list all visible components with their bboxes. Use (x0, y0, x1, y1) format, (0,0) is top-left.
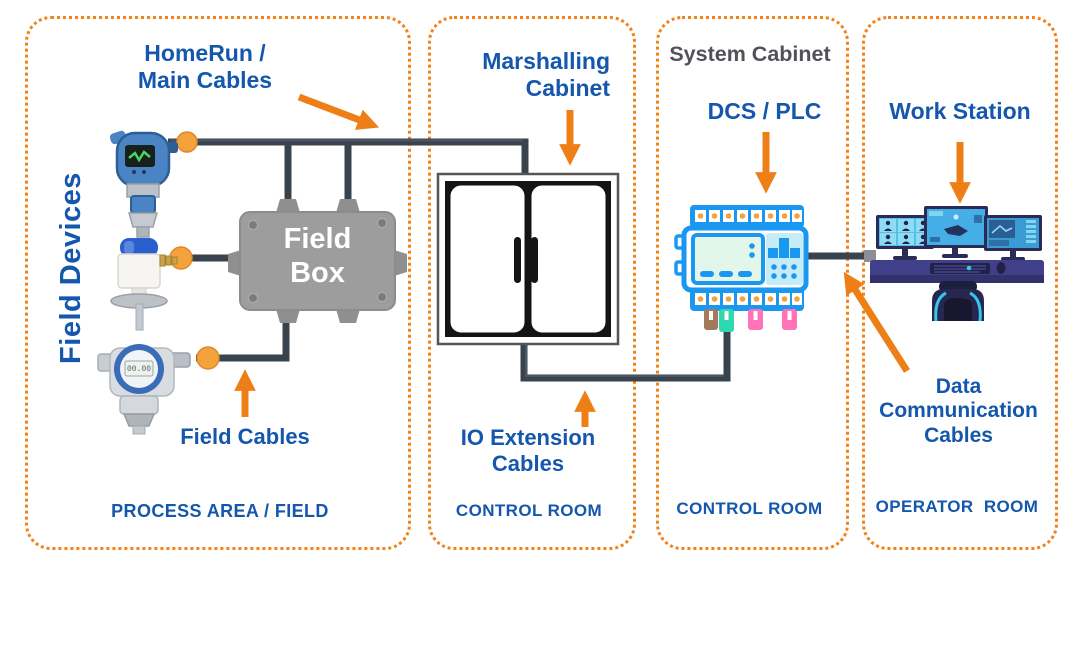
process-area-footer: PROCESS AREA / FIELD (111, 501, 329, 521)
desk-cable-port (864, 250, 876, 262)
plc-terminal-plugs (704, 309, 797, 332)
pressure-transmitter-icon (109, 130, 178, 238)
annotation-arrows (234, 93, 971, 427)
system-cabinet-title: System Cabinet (669, 42, 831, 66)
data-communication-label: Data Communication Cables (866, 375, 1051, 448)
chair (932, 281, 984, 321)
cable-junction-dot (196, 346, 220, 370)
cable-io-extension (520, 312, 731, 382)
marshalling-cabinet-icon (436, 172, 620, 346)
control-room-footer-1: CONTROL ROOM (455, 501, 603, 520)
control-room-footer-2: CONTROL ROOM (676, 499, 823, 518)
panel-control-room-marshalling (428, 16, 636, 550)
io-extension-label-line1: IO Extension (460, 425, 596, 450)
cable-highlights (170, 139, 724, 377)
data-comm-arrow (843, 271, 910, 373)
homerun-arrow (297, 93, 380, 130)
field-box-label: Field Box (240, 223, 395, 290)
cable-junction-dot (176, 131, 198, 153)
dcs-plc-label: DCS / PLC (707, 98, 822, 124)
temperature-sensor-icon (110, 238, 178, 331)
keyboard (930, 263, 990, 274)
panel-process-area (25, 16, 411, 550)
marshalling-cabinet-label: Marshalling Cabinet (440, 48, 610, 101)
homerun-label: HomeRun / Main Cables (95, 40, 315, 93)
homerun-label-line1: HomeRun / (144, 40, 266, 66)
data-comm-label-line3: Cables (924, 423, 993, 447)
field-box-label-line1: Field (283, 223, 352, 255)
field-devices-title: Field Devices (55, 172, 88, 364)
field-box-icon (228, 199, 407, 323)
operator-room-footer: OPERATOR ROOM (875, 497, 1039, 516)
transmitter-lcd-value: 00.00 (127, 365, 151, 374)
homerun-label-line2: Main Cables (137, 66, 273, 93)
work-station-label: Work Station (889, 98, 1031, 124)
monitor-left (876, 215, 934, 260)
monitor-center (924, 206, 988, 258)
operator-workstation-icon (870, 206, 1044, 321)
cabinet-handle-right (531, 237, 538, 283)
level-transmitter-icon: 00.00 (97, 344, 191, 435)
cable-device3-field (196, 318, 290, 362)
dcs-plc-controller-icon (674, 205, 809, 332)
io-extension-label: IO Extension Cables (433, 425, 623, 476)
cabinet-handle-left (514, 237, 521, 283)
marshalling-label-line2: Cabinet (525, 74, 610, 101)
mouse (996, 262, 1006, 274)
monitor-right (984, 215, 1042, 261)
data-comm-label-line1: Data (935, 375, 982, 398)
io-extension-label-line2: Cables (491, 450, 565, 476)
field-cables-label: Field Cables (180, 424, 310, 449)
data-comm-label-line2: Communication (879, 399, 1038, 423)
marshalling-label-line1: Marshalling (482, 48, 610, 74)
field-box-label-line2: Box (290, 256, 345, 289)
